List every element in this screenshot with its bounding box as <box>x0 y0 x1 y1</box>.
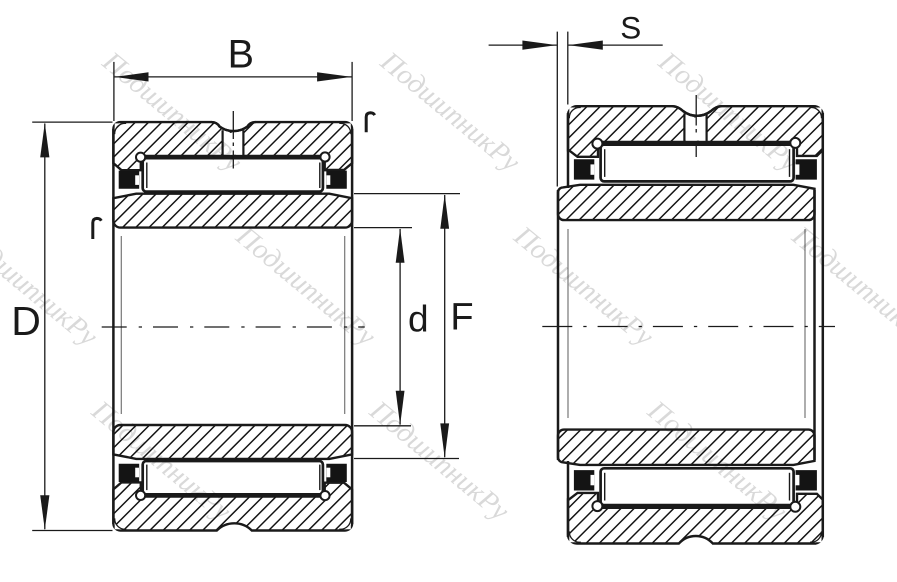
svg-text:B: B <box>228 32 254 76</box>
svg-text:S: S <box>620 10 641 46</box>
svg-text:d: d <box>408 299 429 340</box>
svg-text:D: D <box>11 298 41 344</box>
svg-text:F: F <box>450 296 473 338</box>
